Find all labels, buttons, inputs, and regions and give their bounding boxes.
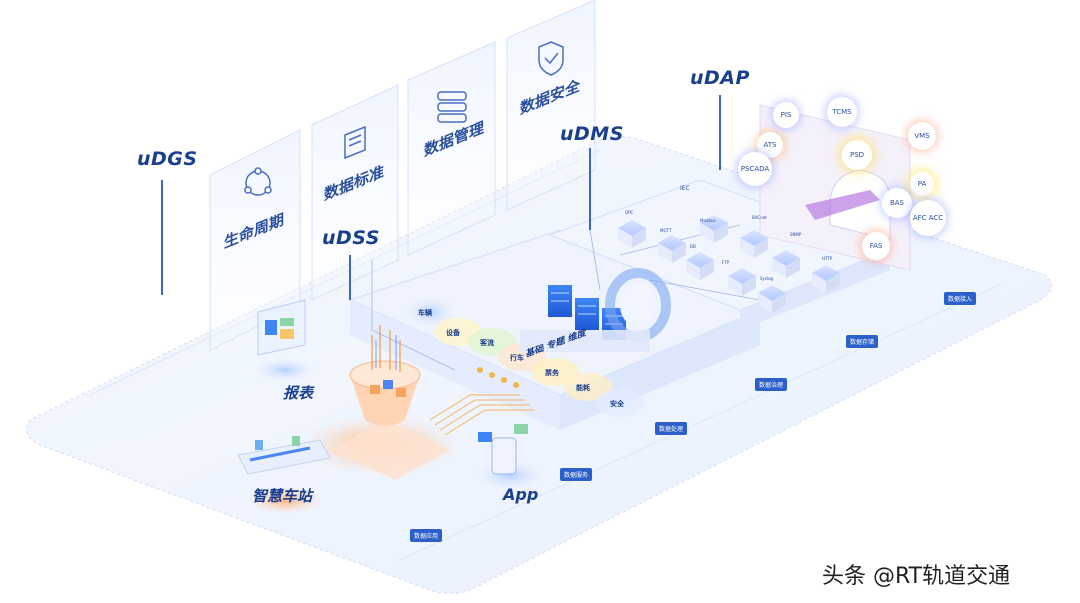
- stage-tag: 数据服务: [560, 468, 593, 481]
- dss-funnel: [300, 325, 460, 480]
- flow-dots: [477, 367, 519, 388]
- stage-tag: 数据处理: [655, 422, 688, 435]
- subsystem-bas: BAS: [882, 188, 912, 218]
- subsystem-pa: PA: [910, 172, 934, 196]
- protocol-label: OPC: [625, 210, 634, 215]
- data-circle-label-vehicle: 车辆: [418, 309, 432, 317]
- app-hologram: [476, 424, 544, 489]
- protocol-label: Modbus: [700, 218, 716, 223]
- data-circle-label-equipment: 设备: [446, 329, 460, 337]
- protocol-label: FTP: [722, 260, 730, 265]
- core-database: [520, 268, 671, 352]
- report-hologram: [255, 299, 315, 381]
- data-circle-label-passenger: 客流: [480, 339, 494, 347]
- system-label-udap: uDAP: [690, 67, 750, 89]
- data-circle-label-ticketing: 票务: [545, 369, 559, 377]
- stage-tag: 数据接入: [944, 292, 977, 305]
- station-hologram: [237, 436, 331, 514]
- system-label-udms: uDMS: [560, 123, 624, 145]
- subsystem-pscada: PSCADA: [738, 152, 772, 186]
- protocol-label: MQTT: [660, 228, 672, 233]
- source-cubes: [618, 215, 840, 313]
- stage-tag: 数据治理: [755, 378, 788, 391]
- stage-tag: 数据应用: [410, 529, 443, 542]
- data-circle-label-operation: 行车: [510, 354, 524, 362]
- app-label-app: App: [503, 485, 539, 504]
- share-icon: [244, 167, 272, 196]
- database-icon: [437, 91, 467, 123]
- subsystem-wall: [759, 104, 911, 271]
- flow-lines: [429, 394, 535, 436]
- book-icon: [344, 125, 366, 160]
- subsystem-vms: VMS: [908, 122, 936, 150]
- subsystem-psd: PSD: [842, 140, 872, 170]
- protocol-label: Syslog: [760, 276, 774, 281]
- app-label-station: 智慧车站: [252, 487, 313, 505]
- governance-panels: [209, 0, 596, 351]
- system-label-udgs: uDGS: [137, 148, 198, 170]
- protocol-label: HTTP: [822, 256, 833, 261]
- system-connectors: [161, 95, 721, 300]
- watermark-text: 头条 @RT轨道交通: [822, 564, 1011, 589]
- protocol-label: BACnet: [752, 215, 767, 220]
- stage-tag: 数据存储: [846, 335, 879, 348]
- app-label-report: 报表: [283, 384, 314, 402]
- subsystem-fas: FAS: [862, 232, 890, 260]
- subsystem-afc-acc: AFC ACC: [910, 200, 946, 236]
- shield-check-icon: [538, 41, 564, 76]
- protocol-label: IEC: [680, 185, 690, 192]
- subsystem-tcms: TCMS: [827, 97, 857, 127]
- protocol-label: DB: [690, 244, 696, 249]
- data-circle-label-safety: 安全: [610, 400, 624, 408]
- subsystem-pis: PIS: [773, 102, 799, 128]
- protocol-label: SNMP: [790, 232, 802, 237]
- data-circle-label-energy: 能耗: [576, 384, 590, 392]
- system-label-udss: uDSS: [322, 227, 380, 249]
